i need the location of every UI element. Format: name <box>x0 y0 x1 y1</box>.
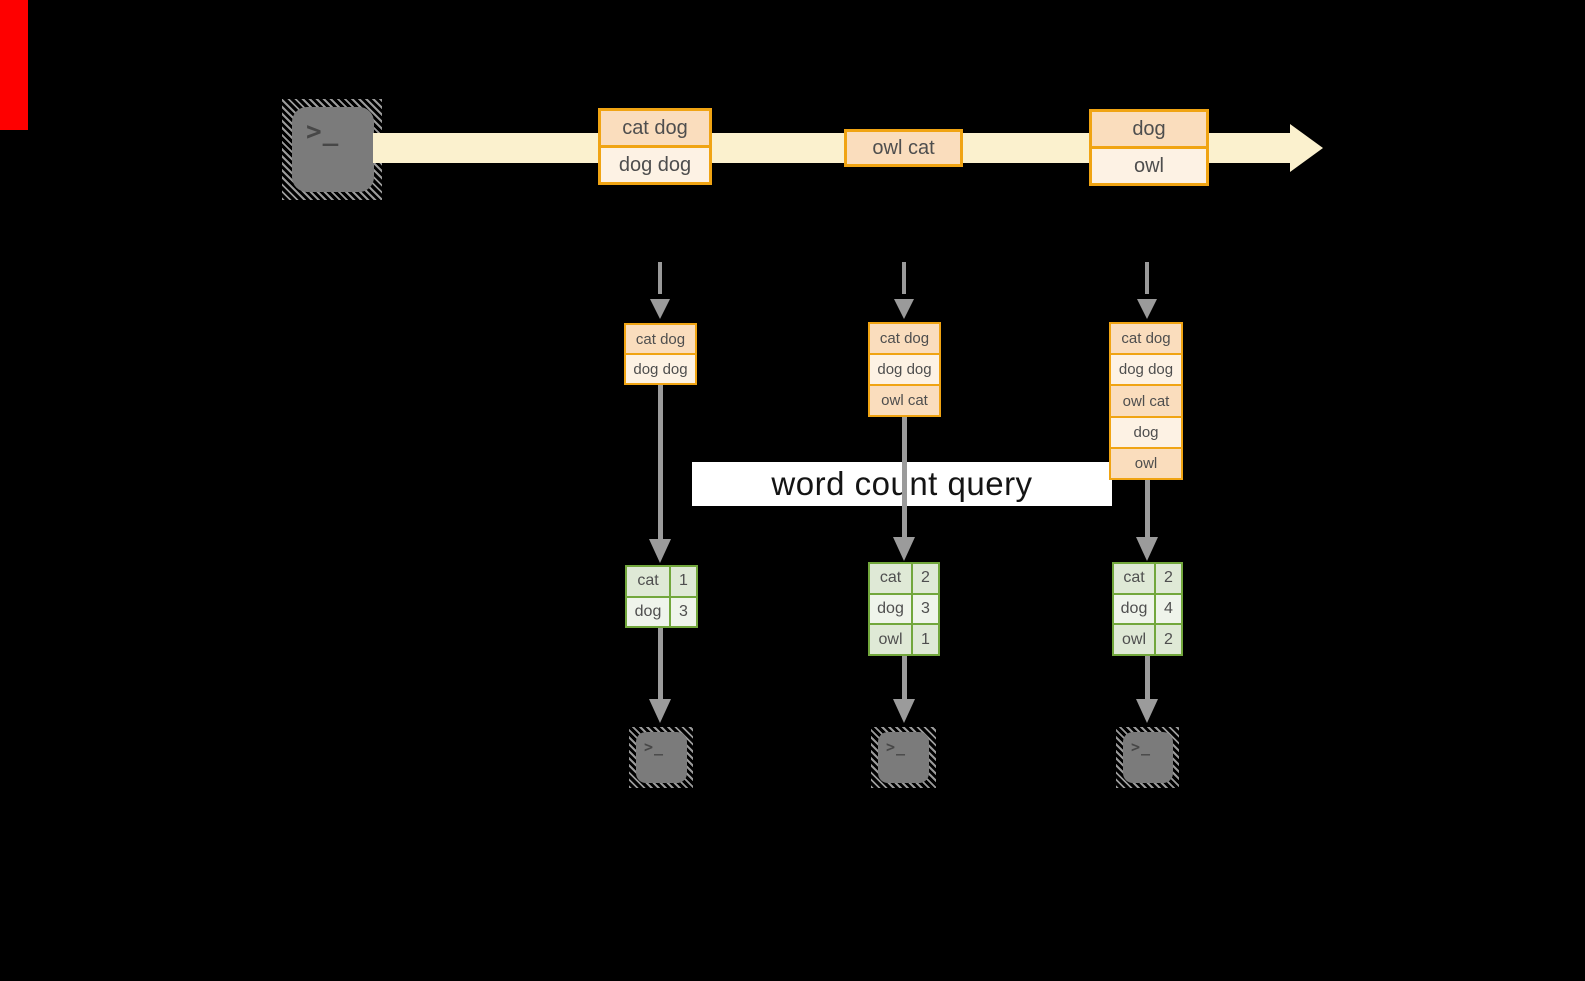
table-row: dog 3 <box>870 592 938 624</box>
arrow-line <box>1145 480 1150 537</box>
count-table-2: cat 2 dog 3 owl 1 <box>868 562 940 656</box>
terminal-prompt-glyph: >_ <box>644 738 665 756</box>
stack-cell: owl cat <box>870 384 939 415</box>
count-cell: 2 <box>1154 564 1181 593</box>
arrow-line <box>902 417 907 537</box>
word-cell: dog <box>877 600 904 617</box>
word-cell: owl <box>1121 630 1146 648</box>
state-stack-1: cat dog dog dog <box>624 323 697 385</box>
count-cell: 3 <box>911 594 938 624</box>
record-cell: owl <box>1092 146 1206 183</box>
terminal-prompt-glyph: >_ <box>886 738 907 756</box>
table-row: cat 2 <box>1114 564 1181 593</box>
stack-cell: dog dog <box>626 353 695 383</box>
arrowhead-icon <box>1136 699 1158 723</box>
table-row: owl 2 <box>1114 623 1181 655</box>
stream-record-box-2: owl cat <box>844 129 963 167</box>
dashed-arrowhead-icon <box>1137 299 1157 319</box>
table-row: dog 4 <box>1114 592 1181 624</box>
arrow-line <box>658 628 663 699</box>
count-cell: 2 <box>911 564 938 593</box>
record-cell: dog dog <box>601 145 709 182</box>
red-corner-marker <box>0 0 28 130</box>
dashed-arrowhead-icon <box>894 299 914 319</box>
count-cell: 2 <box>1154 625 1181 655</box>
output-terminal-icon-3: >_ <box>1116 727 1179 788</box>
arrow-line <box>902 656 907 699</box>
word-cell: cat <box>879 569 902 587</box>
dashed-arrowhead-icon <box>650 299 670 319</box>
table-row: cat 1 <box>627 567 696 596</box>
word-cell: dog <box>1120 600 1148 617</box>
stack-cell: cat dog <box>870 324 939 353</box>
stack-cell: dog dog <box>1111 353 1181 385</box>
table-row: owl 1 <box>870 623 938 655</box>
terminal-icon-body: >_ <box>292 107 374 192</box>
terminal-icon-body: >_ <box>1123 732 1173 783</box>
record-cell: cat dog <box>601 111 709 145</box>
terminal-prompt-glyph: >_ <box>306 117 340 147</box>
table-row: cat 2 <box>870 564 938 593</box>
arrowhead-icon <box>893 537 915 561</box>
terminal-icon-body: >_ <box>636 732 687 783</box>
terminal-prompt-glyph: >_ <box>1131 738 1152 756</box>
dashed-arrow-line <box>658 262 662 294</box>
stack-cell: cat dog <box>626 325 695 353</box>
arrow-line <box>1145 656 1150 699</box>
stack-cell: dog <box>1111 415 1181 447</box>
word-cell: owl <box>878 630 903 648</box>
terminal-icon-body: >_ <box>878 732 929 783</box>
stack-cell: owl <box>1111 446 1181 479</box>
stream-record-box-3: dog owl <box>1089 109 1209 186</box>
count-cell: 3 <box>669 597 696 626</box>
dashed-arrow-line <box>1145 262 1149 294</box>
word-cell: dog <box>634 602 662 620</box>
count-cell: 4 <box>1154 594 1181 624</box>
count-table-1: cat 1 dog 3 <box>625 565 698 628</box>
record-cell: owl cat <box>847 132 960 164</box>
output-terminal-icon-2: >_ <box>871 727 936 788</box>
count-cell: 1 <box>669 567 696 596</box>
stream-record-box-1: cat dog dog dog <box>598 108 712 185</box>
state-stack-2: cat dog dog dog owl cat <box>868 322 941 417</box>
stack-cell: dog dog <box>870 353 939 384</box>
dashed-arrow-line <box>902 262 906 294</box>
word-cell: cat <box>1123 569 1145 587</box>
arrow-line <box>658 385 663 539</box>
stack-cell: cat dog <box>1111 324 1181 354</box>
record-cell: dog <box>1092 112 1206 146</box>
arrowhead-icon <box>649 699 671 723</box>
state-stack-3: cat dog dog dog owl cat dog owl <box>1109 322 1183 480</box>
count-cell: 1 <box>911 625 938 655</box>
count-table-3: cat 2 dog 4 owl 2 <box>1112 562 1183 656</box>
output-terminal-icon-1: >_ <box>629 727 693 788</box>
arrowhead-icon <box>893 699 915 723</box>
arrowhead-icon <box>1136 537 1158 561</box>
query-label: word count query <box>771 465 1033 502</box>
word-cell: cat <box>637 572 659 590</box>
stack-cell: owl cat <box>1111 384 1181 416</box>
table-row: dog 3 <box>627 595 696 626</box>
source-terminal-icon: >_ <box>282 99 382 200</box>
stream-arrowhead-icon <box>1290 124 1323 172</box>
arrowhead-icon <box>649 539 671 563</box>
